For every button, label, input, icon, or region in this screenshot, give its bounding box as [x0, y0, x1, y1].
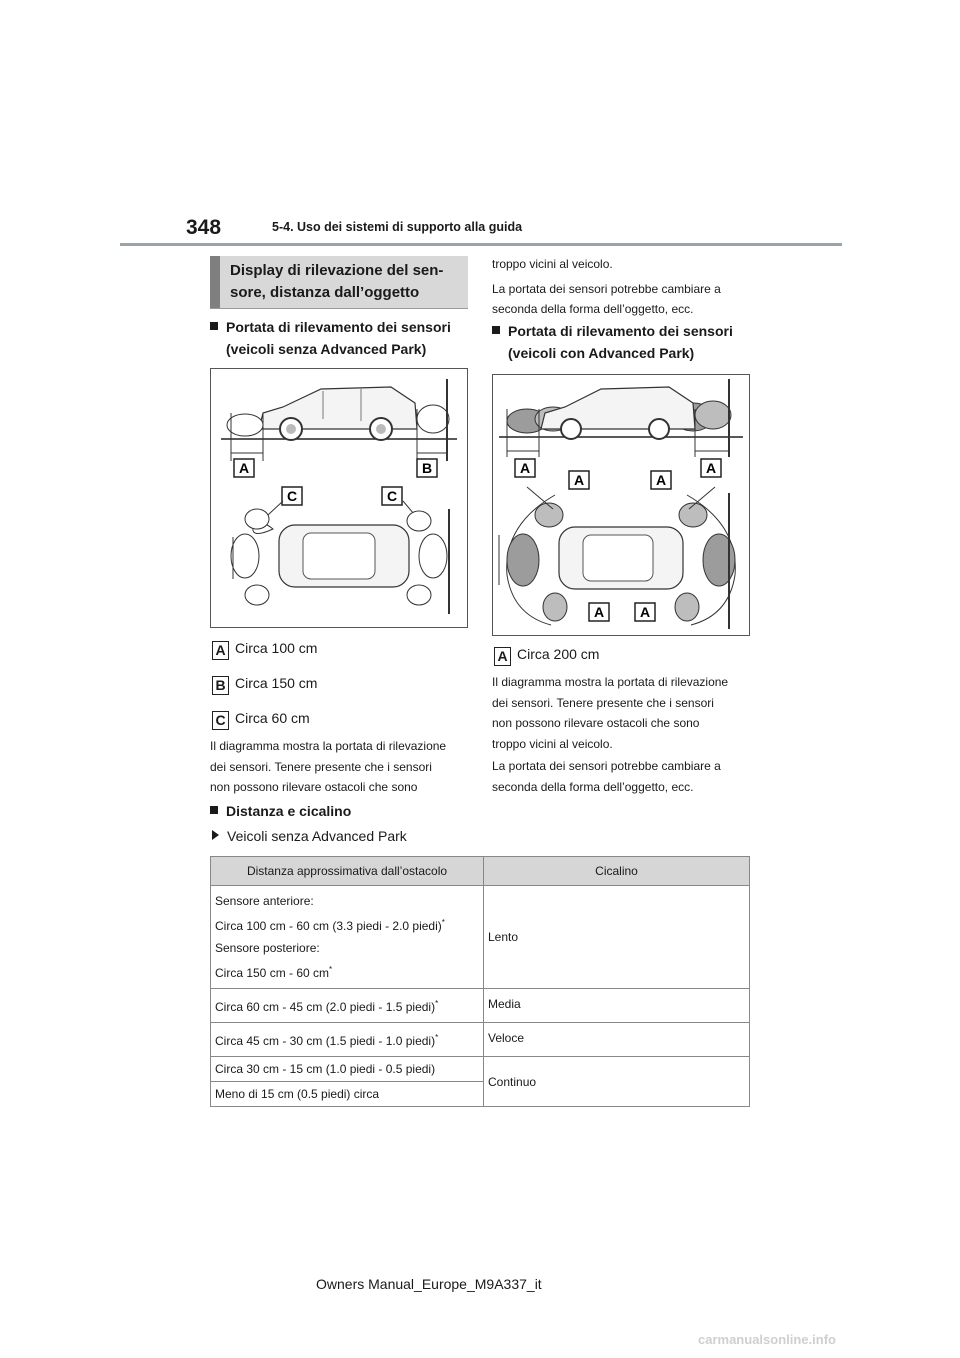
table-row: Circa 60 cm - 45 cm (2.0 piedi - 1.5 pie… [210, 988, 750, 1023]
label-a: A [239, 460, 249, 476]
label-a-4: A [706, 460, 716, 476]
label-a-box [233, 458, 255, 478]
table-cell-beeper: Lento [483, 885, 750, 989]
section-heading: Display di rilevazione del sen- sore, di… [210, 256, 468, 308]
section-title: 5-4. Uso dei sistemi di supporto alla gu… [272, 220, 523, 234]
sensor-range-illustration-advanced: A A A A A A [498, 379, 743, 629]
column-header-beeper: Cicalino [483, 856, 750, 886]
footer-document-id: Owners Manual_Europe_M9A337_it [316, 1276, 542, 1292]
label-b: B [422, 460, 432, 476]
table-cell-beeper: Veloce [483, 1022, 750, 1057]
page-number: 348 [186, 216, 222, 239]
subheading-without-advanced-park: Portata di rilevamento dei sensori (veic… [210, 316, 451, 360]
table-row: Circa 30 cm - 15 cm (1.0 piedi - 0.5 pie… [210, 1056, 750, 1107]
table-cell-distance: Meno di 15 cm (0.5 piedi) circa [210, 1081, 484, 1107]
table-cell-distance: Circa 60 cm - 45 cm (2.0 piedi - 1.5 pie… [210, 988, 484, 1023]
distance-beeper-table: Distanza approssimativa dall’ostacolo Ci… [210, 856, 750, 1107]
table-row: Circa 45 cm - 30 cm (1.5 piedi - 1.0 pie… [210, 1022, 750, 1057]
heading-line-2: sore, distanza dall’oggetto [230, 284, 420, 301]
right-continued-paragraph: troppo vicini al veicolo. La portata dei… [492, 257, 721, 316]
label-c-2: C [387, 488, 397, 504]
table-cell-distance: Circa 30 cm - 15 cm (1.0 piedi - 0.5 pie… [210, 1056, 484, 1082]
heading-line-1: Display di rilevazione del sen- [230, 262, 444, 279]
subheading-with-advanced-park: Portata di rilevamento dei sensori (veic… [492, 320, 733, 364]
table-row: Meno di 15 cm (0.5 piedi) circa [210, 1081, 750, 1107]
label-c-1: C [287, 488, 297, 504]
square-bullet-icon [210, 322, 218, 330]
column-header-distance: Distanza approssimativa dall’ostacolo [210, 856, 484, 886]
table-cell-beeper: Media [483, 988, 750, 1023]
table-cell-distance: Sensore anteriore: Circa 100 cm - 60 cm … [210, 885, 484, 989]
sensor-range-diagram-standard: A B C C [210, 368, 468, 628]
table-row: Sensore anteriore: Circa 100 cm - 60 cm … [210, 885, 750, 989]
table-cell-beeper: Continuo [483, 1056, 750, 1107]
square-bullet-icon [210, 806, 218, 814]
label-a-6: A [640, 604, 650, 620]
header-rule [120, 243, 842, 246]
label-a-5: A [594, 604, 604, 620]
label-a-2: A [574, 472, 584, 488]
label-a-1: A [520, 460, 530, 476]
triangle-bullet-icon [212, 830, 219, 840]
label-b-box [416, 458, 438, 478]
table-header-row: Distanza approssimativa dall’ostacolo Ci… [210, 856, 750, 886]
table-cell-distance: Circa 45 cm - 30 cm (1.5 piedi - 1.0 pie… [210, 1022, 484, 1057]
sensor-range-diagram-advanced-park: A A A A A A [492, 374, 750, 636]
label-c-box-1 [281, 486, 303, 506]
watermark: carmanualsonline.info [698, 1332, 836, 1347]
square-bullet-icon [492, 326, 500, 334]
label-c-box-2 [381, 486, 403, 506]
right-body-paragraph: Il diagramma mostra la portata di rileva… [492, 675, 729, 794]
left-body-paragraph: Il diagramma mostra la portata di rileva… [210, 739, 447, 794]
sensor-range-illustration: A B C C [221, 379, 457, 614]
heading-rule [210, 308, 468, 309]
subheading-distance-beeper: Distanza e cicalino [210, 800, 351, 822]
label-a-3: A [656, 472, 666, 488]
vehicles-without-advanced-park: Veicoli senza Advanced Park [212, 828, 407, 844]
